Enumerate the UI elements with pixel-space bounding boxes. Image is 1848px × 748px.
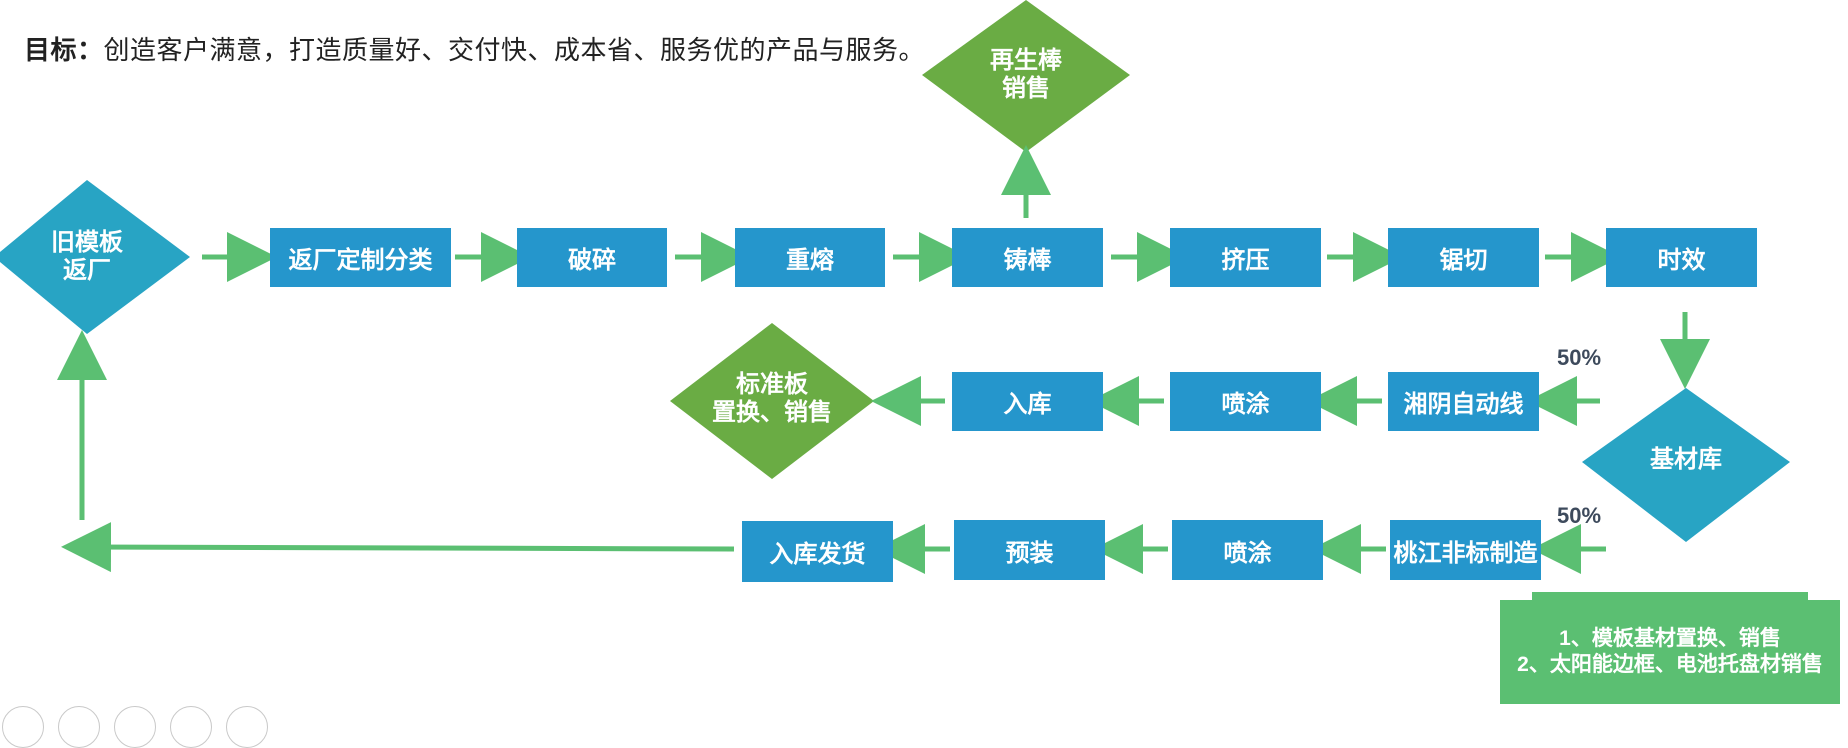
node-taojiang-custom: 桃江非标制造 xyxy=(1390,520,1541,580)
node-remelt-label: 重熔 xyxy=(786,247,834,274)
node-crush: 破碎 xyxy=(517,228,667,287)
node-warehouse-1-label: 入库 xyxy=(1003,391,1052,418)
node-spray-2: 喷涂 xyxy=(1172,520,1323,580)
grid-icon[interactable] xyxy=(114,706,156,748)
return-factory-diamond xyxy=(0,180,190,334)
note-line-1: 1、模板基材置换、销售 xyxy=(1559,627,1781,650)
percentage-upper: 50% xyxy=(1557,345,1602,370)
node-recycled-rod-sale-label: 再生棒 销售 xyxy=(990,47,1062,102)
base-stock-diamond xyxy=(1582,388,1790,542)
node-xiangyin-line-label: 湘阴自动线 xyxy=(1403,391,1524,418)
node-aging-label: 时效 xyxy=(1657,247,1706,274)
node-crush-label: 破碎 xyxy=(568,247,616,274)
node-warehouse-1: 入库 xyxy=(952,372,1103,431)
node-preassemble-label: 预装 xyxy=(1005,539,1054,567)
node-standard-board-label: 标准板 置换、销售 xyxy=(712,371,832,426)
standard-board-diamond xyxy=(670,323,874,479)
note-line-2: 2、太阳能边框、电池托盘材销售 xyxy=(1517,653,1823,676)
node-cast-rod: 铸棒 xyxy=(952,228,1103,287)
node-recycled-rod-sale: 再生棒 销售 xyxy=(990,47,1062,103)
node-cast-rod-label: 铸棒 xyxy=(1003,247,1052,274)
node-preassemble: 预装 xyxy=(954,520,1105,580)
node-spray-1: 喷涂 xyxy=(1170,372,1321,431)
node-extrude-label: 挤压 xyxy=(1221,247,1270,274)
node-return-factory: 旧模板 返厂 xyxy=(51,229,123,285)
node-warehouse-ship-label: 入库发货 xyxy=(769,541,866,568)
node-remelt: 重熔 xyxy=(735,228,885,287)
node-saw-cut: 锯切 xyxy=(1388,228,1539,287)
recycled-rod-diamond xyxy=(922,0,1130,152)
node-saw-cut-label: 锯切 xyxy=(1439,247,1488,274)
node-warehouse-ship: 入库发货 xyxy=(742,521,893,582)
prev-icon[interactable] xyxy=(2,706,44,748)
node-spray-1-label: 喷涂 xyxy=(1221,391,1270,418)
node-base-stock: 基材库 xyxy=(1650,446,1722,474)
node-return-factory-label: 旧模板 返厂 xyxy=(51,229,123,284)
zoom-icon[interactable] xyxy=(170,706,212,748)
node-custom-sort-label: 返厂定制分类 xyxy=(288,247,433,274)
note-box-tab xyxy=(1532,592,1808,600)
more-icon[interactable] xyxy=(226,706,268,748)
node-standard-board: 标准板 置换、销售 xyxy=(712,371,832,427)
node-extrude: 挤压 xyxy=(1170,228,1321,287)
goal-text: 创造客户满意，打造质量好、交付快、成本省、服务优的产品与服务。 xyxy=(103,35,926,65)
percentage-lower: 50% xyxy=(1557,503,1602,528)
note-box: 1、模板基材置换、销售 2、太阳能边框、电池托盘材销售 xyxy=(1500,600,1840,704)
goal-label: 目标： xyxy=(24,35,104,65)
node-custom-sort: 返厂定制分类 xyxy=(270,228,451,287)
pen-icon[interactable] xyxy=(58,706,100,748)
node-xiangyin-line: 湘阴自动线 xyxy=(1388,372,1539,431)
node-spray-2-label: 喷涂 xyxy=(1223,539,1272,567)
goal-statement: 目标：创造客户满意，打造质量好、交付快、成本省、服务优的产品与服务。 xyxy=(24,30,925,67)
node-aging: 时效 xyxy=(1606,228,1757,287)
node-base-stock-label: 基材库 xyxy=(1650,446,1722,473)
node-taojiang-custom-label: 桃江非标制造 xyxy=(1393,539,1538,567)
process-flow-diagram xyxy=(0,0,1790,574)
flow-arrows xyxy=(57,145,1710,574)
